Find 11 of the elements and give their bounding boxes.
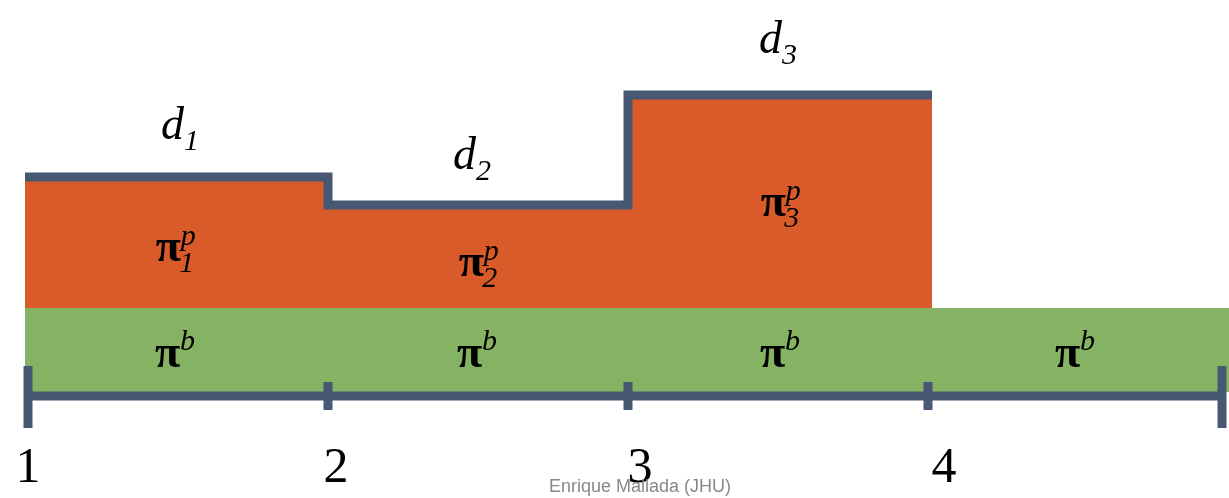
tick-label: 4 xyxy=(931,440,957,490)
price-symbol: π$^{b}$ xyxy=(456,325,498,375)
demand-label: d$_{1}$ xyxy=(161,101,199,155)
price-symbol: π$^{b}$ xyxy=(154,325,196,375)
price-symbol: π$^{b}$ xyxy=(759,325,801,375)
tick-label: 2 xyxy=(323,440,349,490)
tick-label: 1 xyxy=(15,440,41,490)
base-price-band xyxy=(25,308,1229,392)
demand-label: d$_{3}$ xyxy=(759,15,797,69)
price-symbol: π$^{b}$ xyxy=(1054,325,1096,375)
demand-label: d$_{2}$ xyxy=(453,131,491,185)
